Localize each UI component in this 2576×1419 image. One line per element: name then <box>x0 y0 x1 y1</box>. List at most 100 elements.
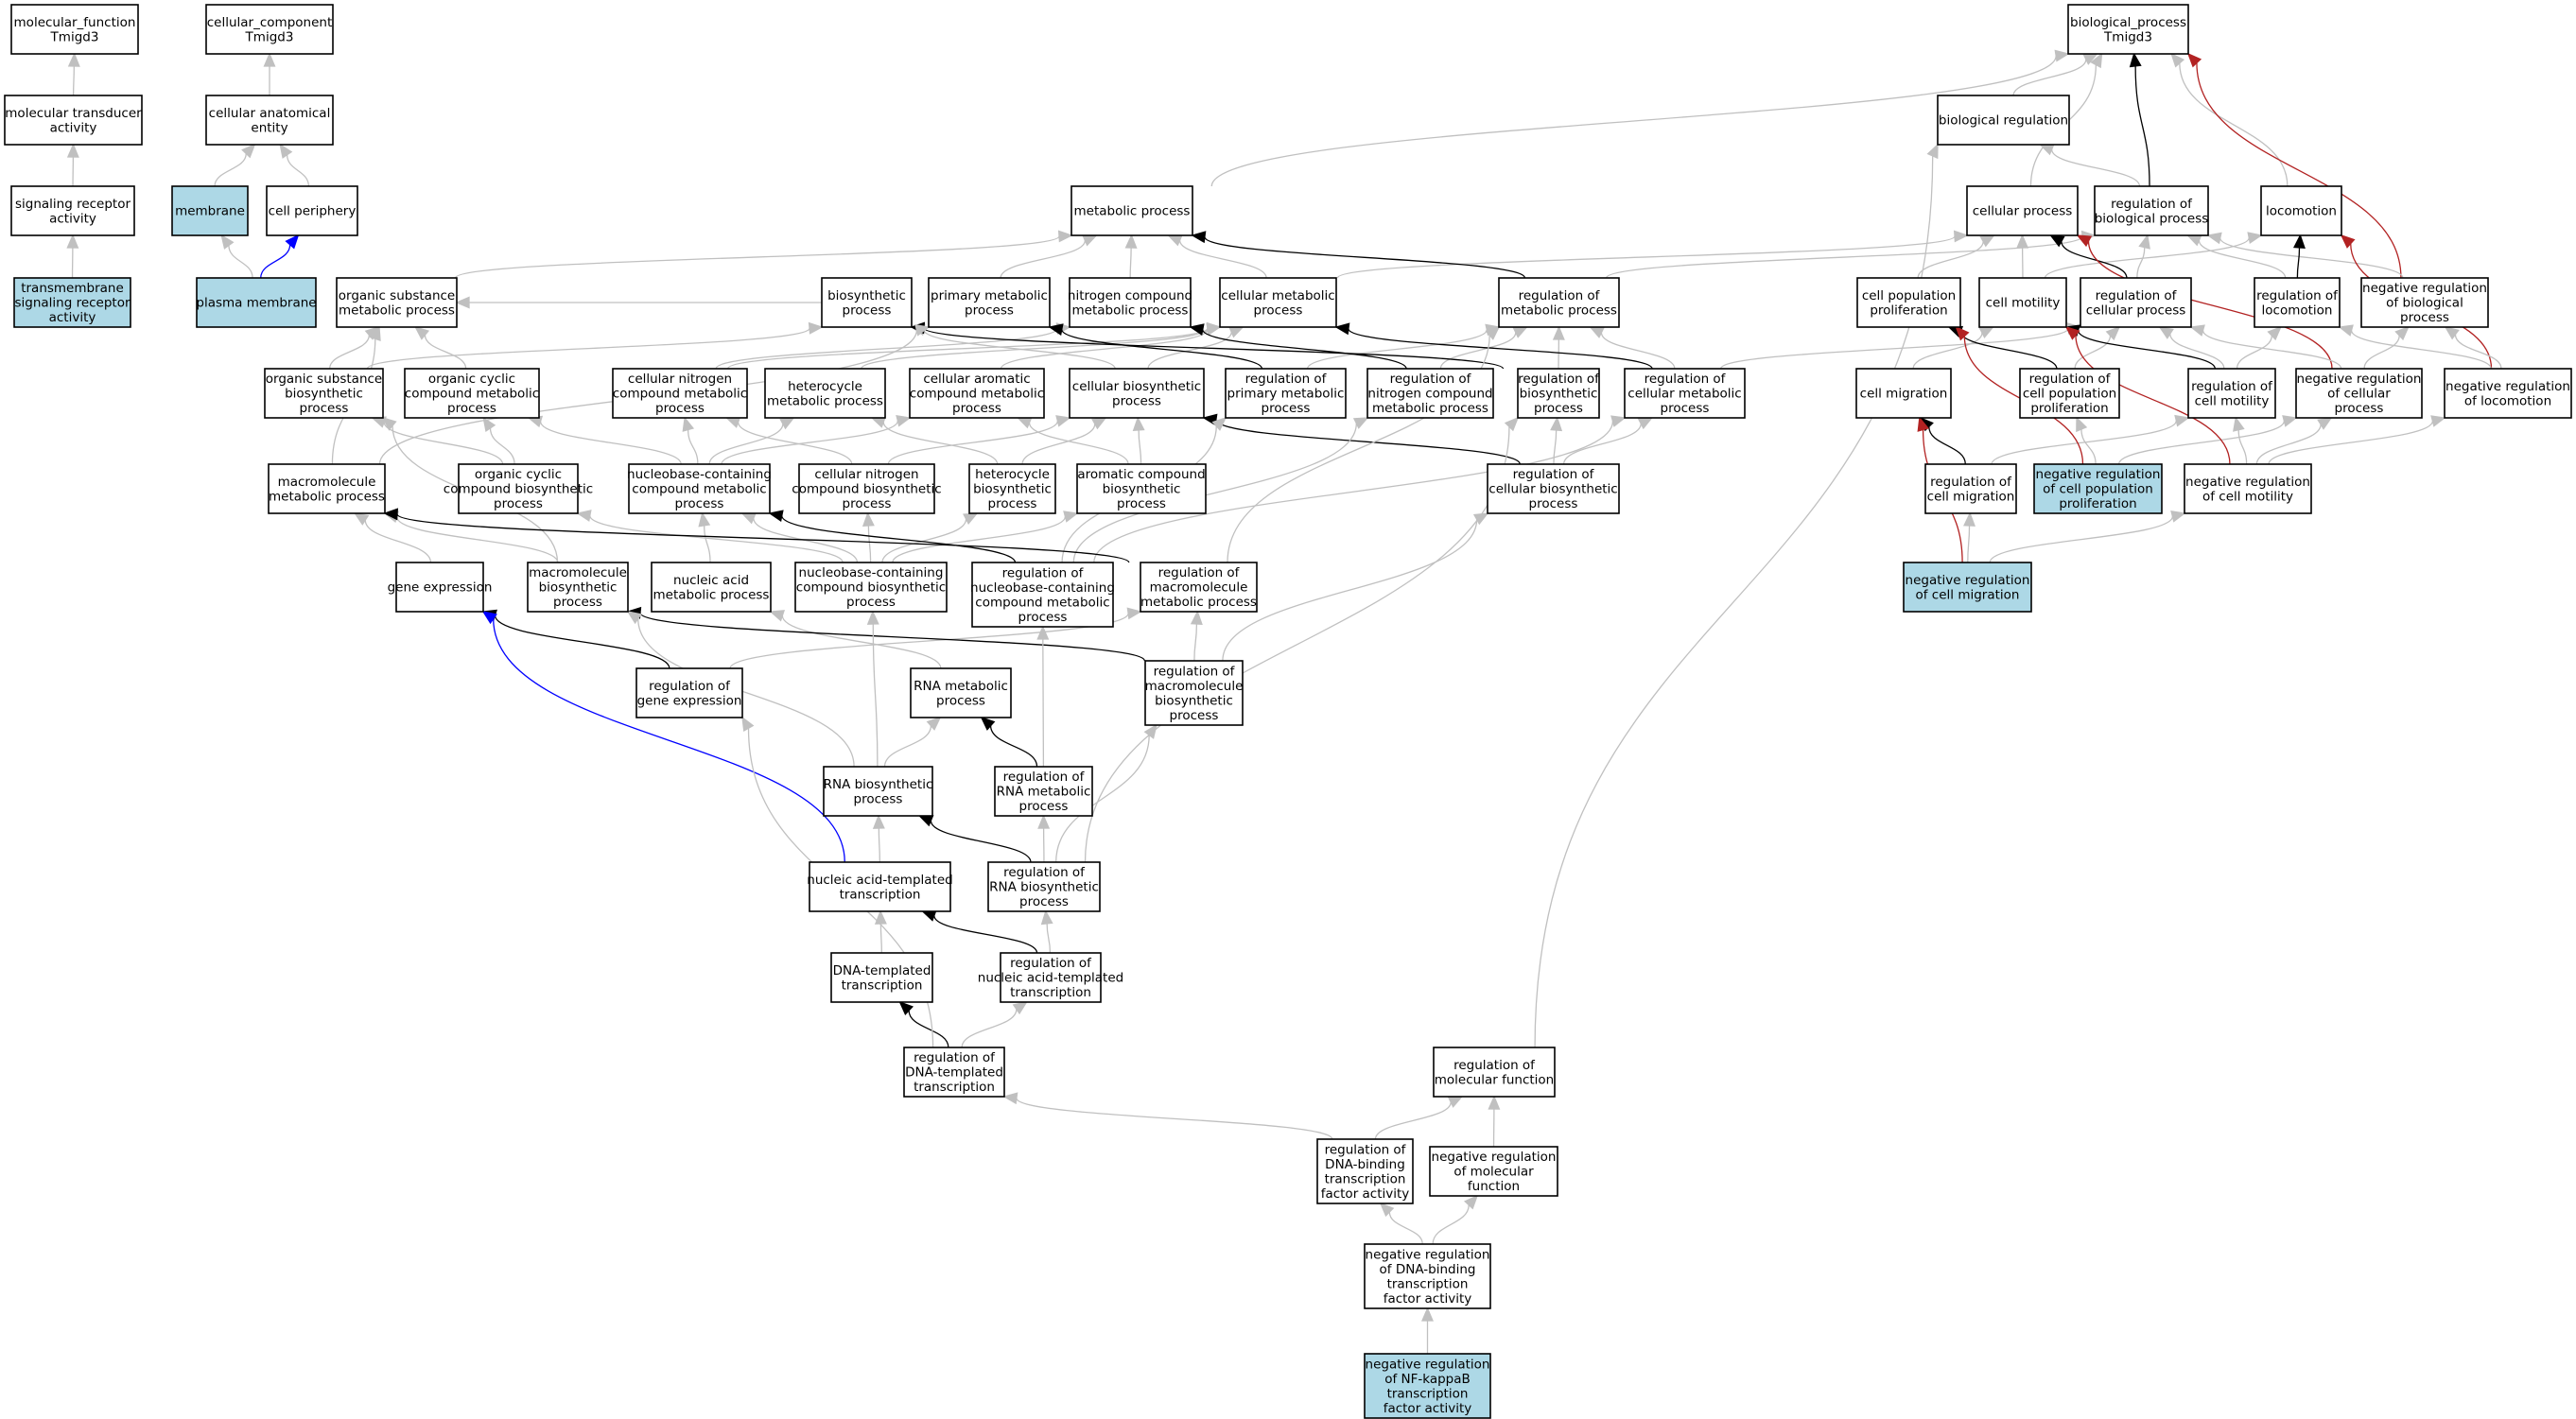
edge-is-a <box>1589 326 1676 370</box>
node-label-line: signaling receptor <box>14 296 131 311</box>
edge-arrowhead <box>1012 1001 1028 1015</box>
edge-arrowhead <box>2158 326 2174 339</box>
node-membrane[interactable]: membrane <box>171 185 249 236</box>
edge-arrowhead <box>921 909 937 922</box>
node-box <box>1498 277 1620 328</box>
node-reg-macromol-biosyn[interactable]: regulation ofmacromoleculebiosyntheticpr… <box>1144 660 1244 726</box>
node-cellular-process[interactable]: cellular process <box>1966 185 2079 236</box>
node-cell-migration[interactable]: cell migration <box>1855 368 1952 419</box>
edge-line <box>933 915 1038 954</box>
node-label-line: process <box>447 401 496 416</box>
node-plasma-membrane[interactable]: plasma membrane <box>196 277 317 328</box>
node-label-line: function <box>1468 1179 1520 1194</box>
node-label-line: metabolic process <box>1140 595 1257 610</box>
node-bio-reg[interactable]: biological regulation <box>1937 95 2070 146</box>
node-label-line: of molecular <box>1453 1165 1534 1180</box>
node-cell-periphery[interactable]: cell periphery <box>266 185 358 236</box>
node-gene-expression[interactable]: gene expression <box>388 562 493 613</box>
edge-line <box>1967 525 1971 563</box>
node-locomotion[interactable]: locomotion <box>2260 185 2342 236</box>
node-box <box>1903 562 2032 613</box>
edge-is-a <box>2074 325 2121 370</box>
node-label-line: proliferation <box>1870 303 1947 318</box>
node-reg-nucleobase-met[interactable]: regulation ofnucleobase-containingcompou… <box>970 562 1115 628</box>
node-label-line: process <box>2335 401 2384 416</box>
node-box <box>987 861 1101 912</box>
node-cell-motility[interactable]: cell motility <box>1978 277 2067 328</box>
edge-line <box>1084 426 1510 863</box>
edge-arrowhead <box>1963 511 1976 527</box>
edge-arrowhead <box>724 416 741 428</box>
edge-negatively-regulates <box>2186 52 2402 279</box>
edge-arrowhead <box>1040 909 1053 926</box>
node-metabolic-process[interactable]: metabolic process <box>1070 185 1193 236</box>
node-label-line: factor activity <box>1384 1291 1472 1307</box>
node-box <box>909 368 1045 419</box>
node-box <box>994 766 1093 817</box>
node-reg-dna-binding-tf[interactable]: regulation ofDNA-bindingtranscriptionfac… <box>1316 1138 1414 1204</box>
node-label-line: RNA metabolic <box>914 679 1008 694</box>
node-box <box>2187 368 2276 419</box>
